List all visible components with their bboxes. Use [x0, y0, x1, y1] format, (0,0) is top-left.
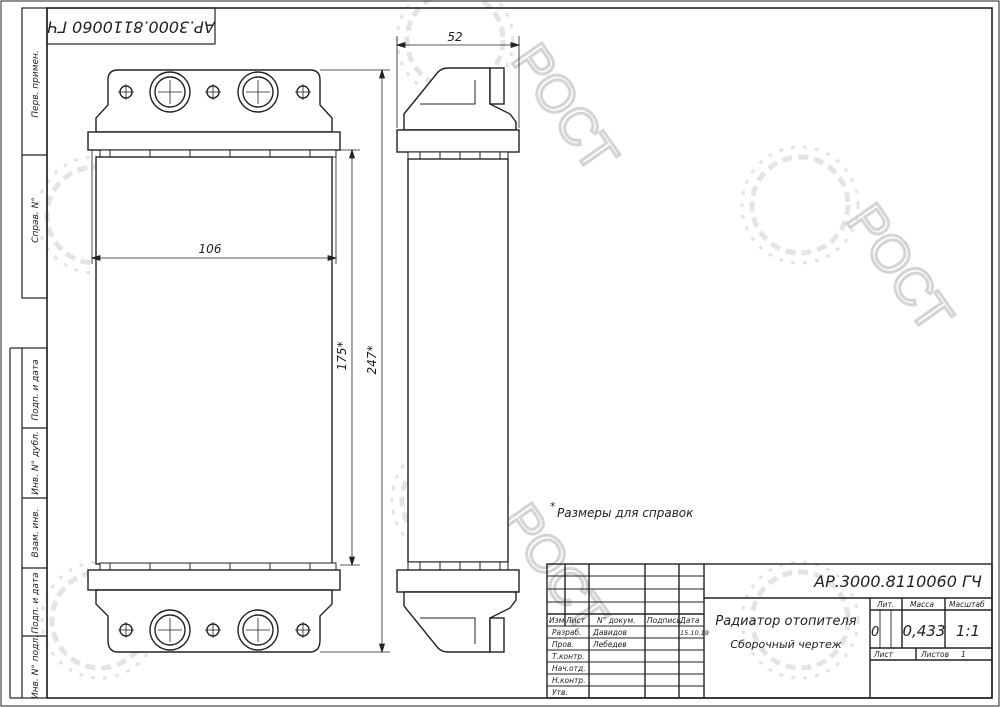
row-role: Утв. — [552, 688, 568, 697]
dim-depth-side-label: 52 — [447, 30, 462, 44]
stamp-inv-dubl: Инв. N° дубл. — [31, 431, 41, 494]
doc-code-rotated: АР.3000.8110060 ГЧ — [47, 18, 216, 37]
dim-height-total-label: 247* — [365, 346, 379, 375]
head-izm: Изм. — [549, 616, 567, 625]
watermark-text: РОСТ — [500, 34, 629, 183]
lit-value: 0 — [871, 625, 879, 640]
title-block — [546, 563, 993, 699]
stamp-sprav-no: Справ. N° — [31, 197, 41, 243]
head-podpis: Подпись — [647, 616, 681, 625]
row-role: Н.контр. — [552, 676, 586, 685]
side-tube-ends — [419, 152, 501, 570]
listov-value: 1 — [961, 650, 966, 659]
side-stamp — [9, 7, 48, 699]
dim-width-front-label: 106 — [199, 242, 222, 256]
side-view — [396, 67, 520, 653]
front-top-ports — [118, 71, 311, 113]
stamp-vzam-inv: Взам. инв. — [31, 509, 41, 558]
front-tube-ends — [109, 150, 311, 570]
listov-label: Листов — [920, 650, 949, 659]
title-block-title: Радиатор отопителя — [715, 614, 856, 629]
title-block-subtitle: Сборочный чертеж — [730, 638, 841, 651]
head-data: Дата — [679, 616, 700, 625]
row-name: Лебедев — [592, 640, 627, 649]
masshtab-label: Масштаб — [949, 600, 985, 609]
dim-depth-side — [395, 36, 521, 128]
row-date: 15.10.19 — [680, 629, 709, 637]
front-view — [87, 69, 341, 653]
dim-height-total — [320, 68, 390, 654]
row-role: Т.контр. — [552, 652, 585, 661]
stamp-podp-data-1: Подп. и дата — [31, 359, 41, 420]
stamp-inv-podl: Инв. N° подл. — [31, 635, 41, 699]
row-role: Нач.отд. — [552, 664, 586, 673]
lit-label: Лит. — [876, 600, 894, 609]
row-role: Пров. — [552, 640, 574, 649]
dim-height-core-label: 175* — [335, 342, 349, 371]
dim-width-front — [90, 150, 338, 264]
front-bottom-ports — [118, 609, 311, 651]
massa-value: 0,433 — [903, 622, 946, 640]
title-block-doc-code: АР.3000.8110060 ГЧ — [813, 572, 982, 591]
list-label: Лист — [873, 650, 894, 659]
note-reference-dimensions: Размеры для справок — [557, 506, 694, 520]
massa-label: Масса — [910, 600, 934, 609]
dim-height-core — [340, 148, 360, 567]
head-dokum: N° докум. — [597, 616, 636, 625]
head-list: Лист — [565, 616, 586, 625]
row-role: Разраб. — [552, 628, 581, 637]
stamp-perv-primen: Перв. примен. — [31, 50, 41, 118]
watermark-text: РОСТ — [835, 194, 964, 343]
masshtab-value: 1:1 — [956, 622, 980, 640]
row-name: Давидов — [592, 628, 627, 637]
stamp-podp-data-2: Подп. и дата — [31, 572, 41, 633]
doc-code-box-rotated: АР.3000.8110060 ГЧ — [46, 7, 216, 45]
note-mark: * — [550, 500, 556, 513]
